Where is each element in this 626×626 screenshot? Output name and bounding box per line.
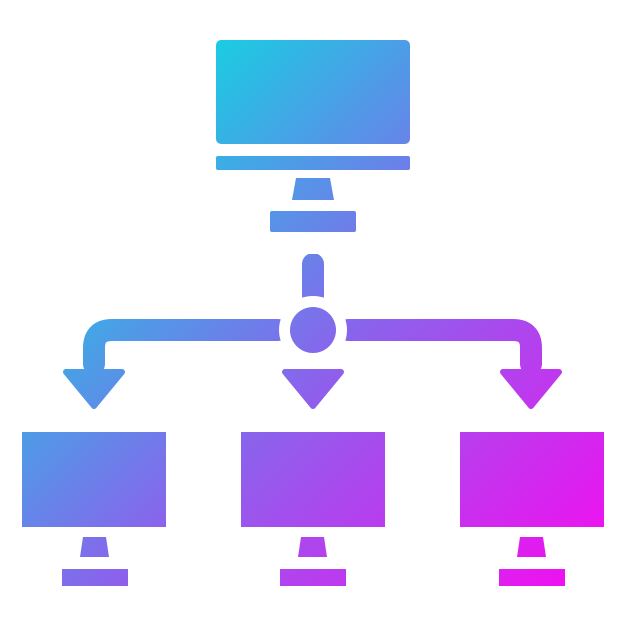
client-screen-center bbox=[241, 432, 385, 527]
client-monitor-icon bbox=[241, 432, 385, 586]
client-monitor-icon bbox=[22, 432, 166, 586]
client-base-right bbox=[499, 569, 565, 586]
connector-lines bbox=[83, 253, 542, 375]
client-stand-left bbox=[80, 537, 109, 557]
client-monitor-icon bbox=[460, 432, 604, 586]
right-branch-line bbox=[337, 319, 542, 375]
server-monitor-icon bbox=[216, 40, 410, 232]
server-stand bbox=[292, 178, 334, 200]
left-branch-line bbox=[83, 319, 289, 375]
client-screen-right bbox=[460, 432, 604, 527]
server-screen bbox=[216, 40, 410, 144]
server-base bbox=[270, 211, 356, 232]
arrows bbox=[63, 369, 562, 409]
client-screen-left bbox=[22, 432, 166, 527]
hub-node-icon bbox=[290, 307, 336, 353]
arrow-down-icon bbox=[282, 369, 344, 409]
client-base-left bbox=[62, 569, 128, 586]
client-stand-center bbox=[298, 537, 327, 557]
client-base-center bbox=[280, 569, 346, 586]
server-screen-bezel bbox=[216, 156, 410, 170]
client-stand-right bbox=[517, 537, 546, 557]
arrow-down-icon bbox=[63, 369, 125, 409]
arrow-down-icon bbox=[500, 369, 562, 409]
